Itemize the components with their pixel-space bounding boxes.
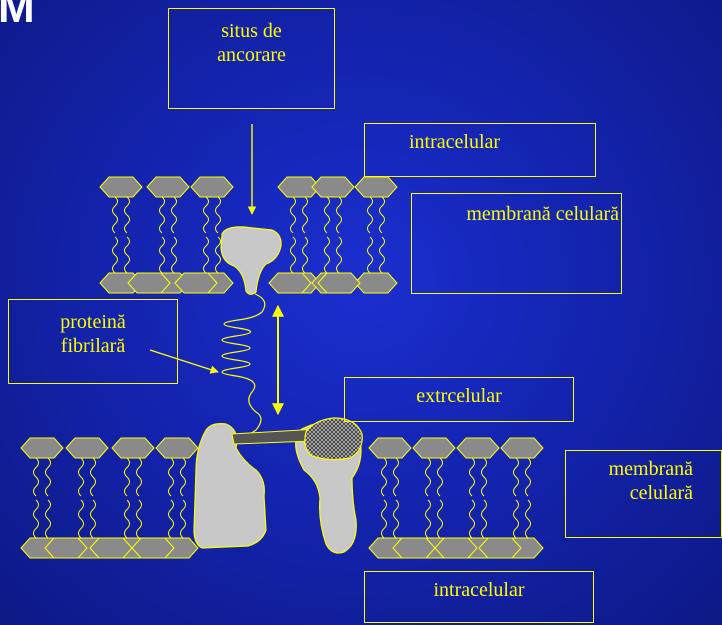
- lipid-tail: [79, 458, 84, 496]
- lipid-tail: [172, 237, 177, 273]
- lipid-head: [66, 438, 108, 458]
- anchoring-site-label: situs de ancorare: [168, 8, 335, 109]
- lipid-tail: [514, 458, 519, 496]
- lipid-head: [413, 438, 455, 458]
- lipid-tail: [160, 237, 165, 273]
- lipid-tail: [125, 197, 130, 233]
- lipid-tail: [526, 458, 531, 496]
- lipid-tail: [204, 197, 209, 233]
- lipid-head: [355, 177, 397, 197]
- lipid-head: [269, 273, 311, 293]
- lipid-tail: [438, 458, 443, 496]
- lipid-head: [90, 538, 132, 558]
- lipid-tail: [303, 237, 308, 273]
- lipid-tail: [216, 197, 221, 233]
- lipid-tail: [337, 237, 342, 273]
- lipid-head: [191, 177, 233, 197]
- fibrillar-protein-strand: [222, 294, 265, 436]
- cell-membrane-top-label: membrană celulară: [411, 193, 622, 294]
- lipid-tail: [46, 458, 51, 496]
- lipid-tail: [125, 458, 130, 496]
- lipid-tail: [291, 197, 296, 233]
- lipid-head: [479, 538, 521, 558]
- lipid-tail: [125, 237, 130, 273]
- lipid-tail: [160, 197, 165, 233]
- lipid-tail: [181, 500, 186, 538]
- lipid-tail: [482, 500, 487, 538]
- lipid-tail: [125, 500, 130, 538]
- lipid-tail: [46, 500, 51, 538]
- lipid-head: [457, 438, 499, 458]
- lipid-head: [393, 538, 435, 558]
- lipid-head: [435, 538, 477, 558]
- lipid-head: [132, 538, 174, 558]
- lipid-tail: [514, 500, 519, 538]
- lipid-tail: [34, 500, 39, 538]
- lipid-tail: [368, 237, 373, 273]
- extracellular-label: extrcelular: [344, 377, 574, 422]
- lipid-head: [355, 273, 397, 293]
- lipid-tail: [169, 458, 174, 496]
- lipid-tail: [438, 500, 443, 538]
- lipid-head: [156, 438, 198, 458]
- lipid-head: [369, 438, 411, 458]
- membrane-bottom-bilayer: [21, 438, 543, 558]
- intracellular-top-label: intracelular: [364, 123, 596, 177]
- lipid-tail: [216, 237, 221, 273]
- cell-membrane-bottom-label: membrană celulară: [565, 450, 722, 538]
- lipid-tail: [34, 458, 39, 496]
- lipid-tail: [382, 458, 387, 496]
- lipid-tail: [470, 500, 475, 538]
- lipid-head: [21, 438, 63, 458]
- lipid-tail: [137, 500, 142, 538]
- lipid-tail: [181, 458, 186, 496]
- lipid-head: [128, 273, 170, 293]
- lipid-tail: [470, 458, 475, 496]
- lipid-tail: [394, 458, 399, 496]
- lipid-tail: [172, 197, 177, 233]
- hatched-binding-site: [305, 418, 362, 460]
- lipid-tail: [325, 197, 330, 233]
- lipid-tail: [137, 458, 142, 496]
- lipid-tail: [291, 237, 296, 273]
- lipid-tail: [368, 197, 373, 233]
- lipid-head: [147, 177, 189, 197]
- lipid-tail: [91, 458, 96, 496]
- lipid-head: [175, 273, 217, 293]
- lipid-tail: [79, 500, 84, 538]
- lipid-head: [112, 438, 154, 458]
- lipid-head: [45, 538, 87, 558]
- lipid-tail: [113, 197, 118, 233]
- lipid-tail: [526, 500, 531, 538]
- lipid-head: [312, 177, 354, 197]
- lipid-tail: [394, 500, 399, 538]
- lipid-tail: [382, 500, 387, 538]
- lipid-tail: [380, 197, 385, 233]
- lipid-tail: [380, 237, 385, 273]
- lipid-tail: [482, 458, 487, 496]
- lipid-tail: [91, 500, 96, 538]
- lipid-tail: [204, 237, 209, 273]
- lipid-tail: [325, 237, 330, 273]
- lipid-tail: [426, 458, 431, 496]
- lipid-tail: [303, 197, 308, 233]
- lipid-head: [100, 177, 142, 197]
- lipid-tail: [337, 197, 342, 233]
- lipid-tail: [426, 500, 431, 538]
- lipid-tail: [113, 237, 118, 273]
- lipid-head: [318, 273, 360, 293]
- fibrillar-protein-label: proteină fibrilară: [8, 299, 178, 384]
- lipid-tail: [169, 500, 174, 538]
- intracellular-bottom-label: intracelular: [364, 571, 594, 623]
- lipid-head: [501, 438, 543, 458]
